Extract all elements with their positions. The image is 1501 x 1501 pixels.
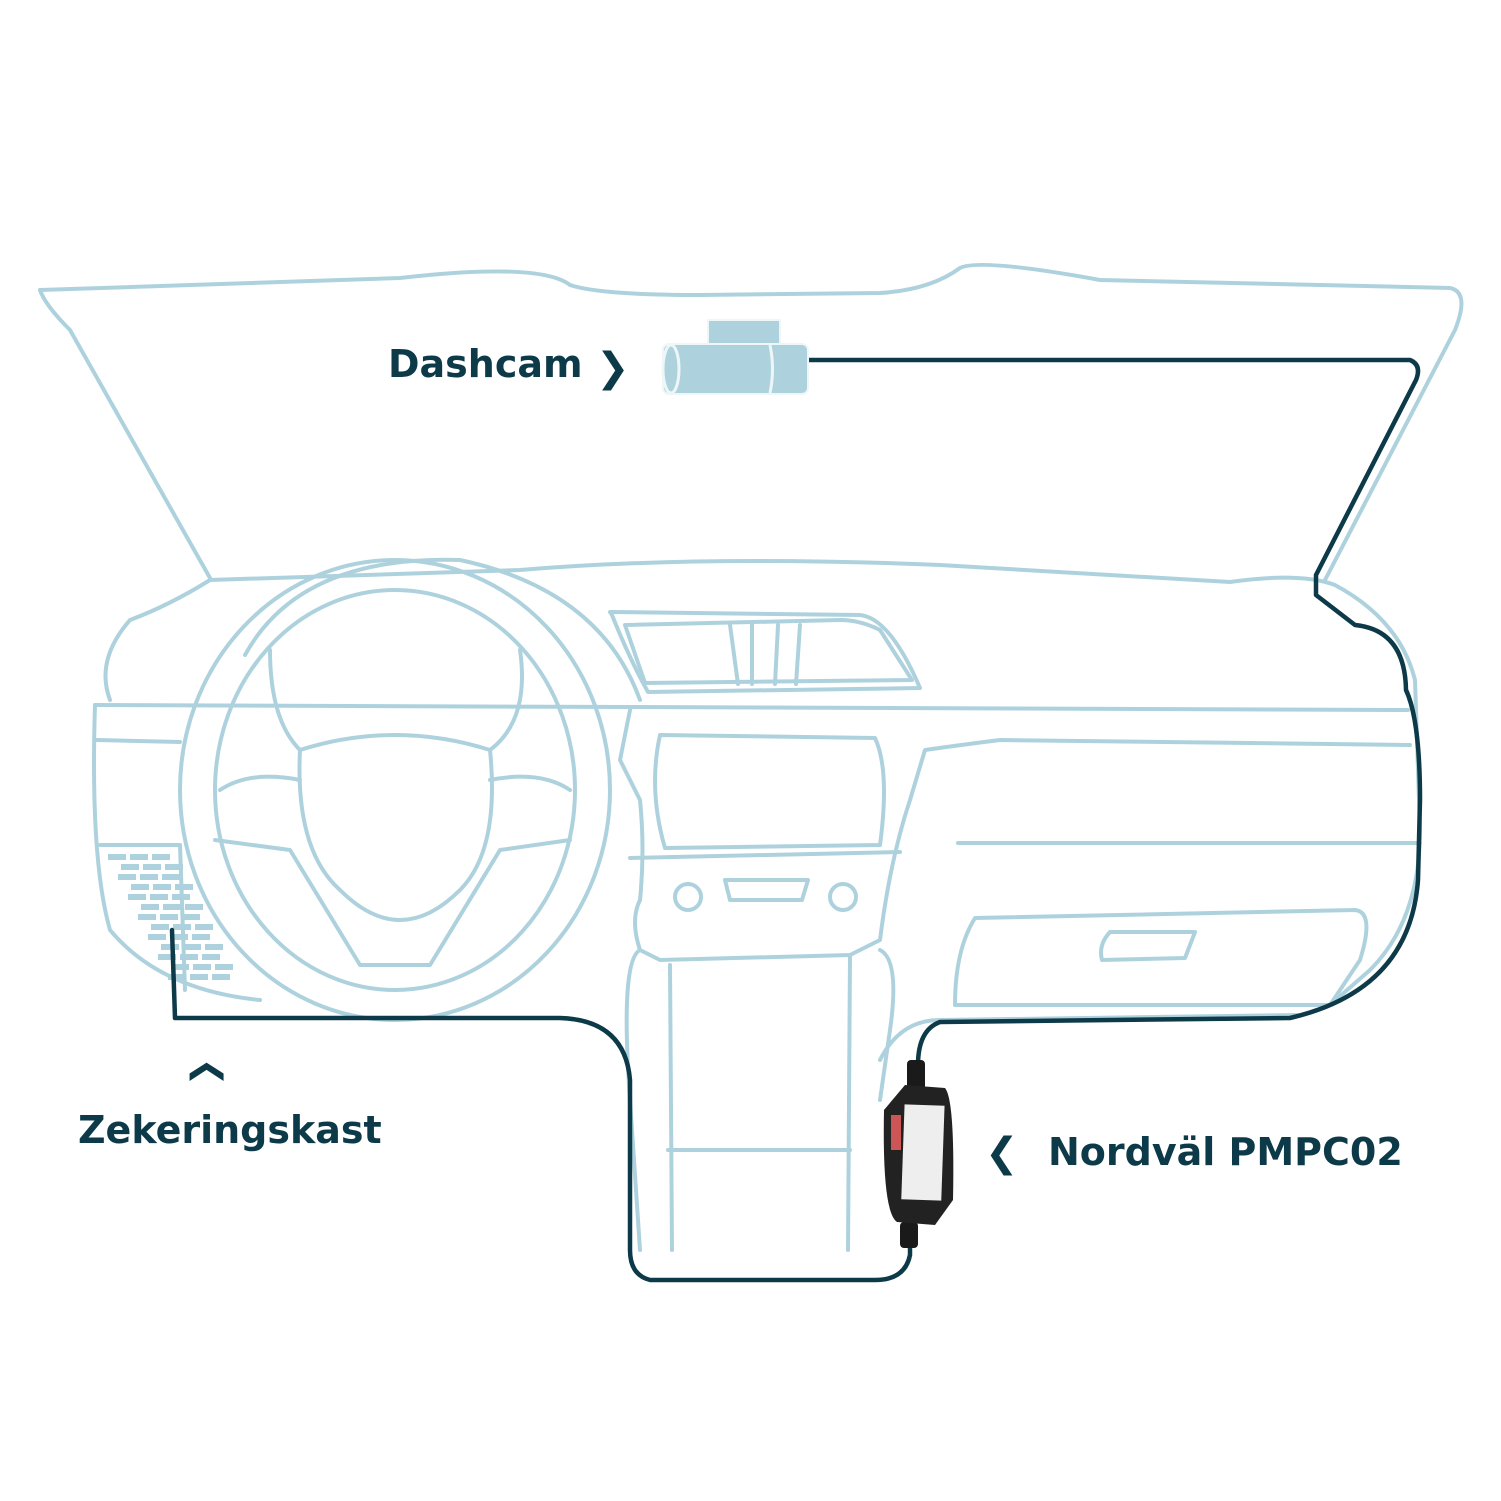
grille-slat [130,854,148,860]
grille-slat [121,864,139,870]
grille-slat [165,864,183,870]
grille-slat [162,874,180,880]
grille-slat [180,954,198,960]
dashboard-outline [92,559,1422,1007]
grille-slat [151,924,169,930]
grille-slat [140,874,158,880]
grille-slat [163,904,181,910]
hardwire-kit-icon [883,1060,954,1248]
grille-slat [153,884,171,890]
fuse-box-grille [108,854,233,980]
grille-slat [190,974,208,980]
chevron-up-icon: ❯ [184,1057,225,1087]
chevron-left-icon: ❮ [985,1130,1019,1176]
grille-slat [118,874,136,880]
grille-slat [182,914,200,920]
grille-slat [205,944,223,950]
grille-slat [173,924,191,930]
grille-slat [131,884,149,890]
power-cable [169,357,1423,1283]
grille-slat [195,924,213,930]
dashcam-label: Dashcam [388,342,583,386]
grille-slat [148,934,166,940]
grille-slat [185,904,203,910]
grille-slat [108,854,126,860]
grille-slat [161,944,179,950]
grille-slat [175,884,193,890]
grille-slat [128,894,146,900]
grille-slat [152,854,170,860]
grille-slat [193,964,211,970]
grille-slat [212,974,230,980]
grille-slat [202,954,220,960]
device-label: Nordväl PMPC02 [1048,1130,1403,1174]
grille-slat [171,964,189,970]
grille-slat [150,894,168,900]
grille-slat [192,934,210,940]
grille-slat [160,914,178,920]
dashcam-icon [661,319,809,395]
grille-slat [183,944,201,950]
grille-slat [143,864,161,870]
grille-slat [138,914,156,920]
grille-slat [172,894,190,900]
grille-slat [158,954,176,960]
steering-wheel [178,557,642,1022]
grille-slat [141,904,159,910]
windshield-outline [38,262,1464,582]
grille-slat [215,964,233,970]
fuse-box-label: Zekeringskast [78,1108,382,1152]
center-console-outline [624,948,1302,1252]
grille-slat [170,934,188,940]
chevron-right-icon: ❯ [596,345,630,391]
grille-slat [168,974,186,980]
